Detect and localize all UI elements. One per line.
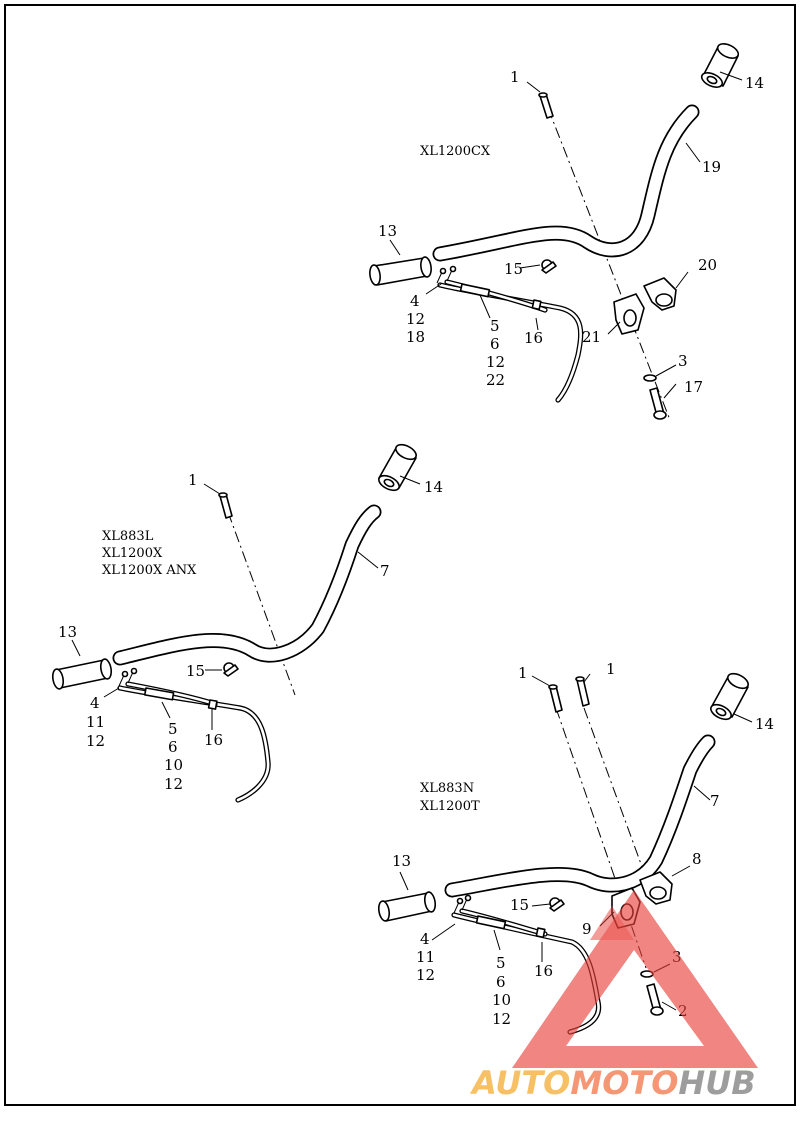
callout-1: 1 xyxy=(188,471,198,489)
watermark-auto: AUTO xyxy=(469,1064,570,1102)
callout-17: 17 xyxy=(684,378,703,396)
callout-14: 14 xyxy=(424,478,443,496)
callout-11: 11 xyxy=(416,948,435,966)
callout-12: 12 xyxy=(416,966,435,984)
mounting-axis-line xyxy=(227,511,296,696)
grip-right-14 xyxy=(700,43,740,88)
callout-9: 9 xyxy=(582,920,592,938)
clip-15 xyxy=(223,662,239,677)
watermark-hub: HUB xyxy=(678,1064,755,1102)
watermark-logo: AUTOMOTOHUB xyxy=(469,890,758,1102)
assembly-xl1200cx: XL1200CX 1 14 19 13 15 20 4 12 18 5 6 12… xyxy=(369,43,764,421)
bolt-2 xyxy=(646,983,664,1016)
callout-19: 19 xyxy=(702,158,721,176)
washer-3 xyxy=(643,374,657,382)
callout-12: 12 xyxy=(86,732,105,750)
watermark-moto: MOTO xyxy=(570,1064,678,1102)
handlebar-7 xyxy=(444,734,716,898)
callout-13: 13 xyxy=(392,852,411,870)
callout-16: 16 xyxy=(204,731,223,749)
grip-right-14 xyxy=(710,672,749,721)
callout-5: 5 xyxy=(168,720,178,738)
callout-12: 12 xyxy=(406,310,425,328)
callout-22: 22 xyxy=(486,371,505,389)
cables-middle xyxy=(117,667,271,803)
callout-6: 6 xyxy=(490,335,500,353)
callout-16: 16 xyxy=(534,962,553,980)
callout-12: 12 xyxy=(486,353,505,371)
callout-14: 14 xyxy=(755,715,774,733)
riser-clamp-8 xyxy=(639,871,673,905)
callout-4: 4 xyxy=(410,292,420,310)
handlebar-7 xyxy=(112,504,382,666)
watermark-triangle-accent xyxy=(590,906,634,940)
clip-15 xyxy=(549,897,565,912)
callout-20: 20 xyxy=(698,256,717,274)
watermark-triangle xyxy=(512,890,758,1068)
grip-left-13 xyxy=(377,891,437,922)
screw-1 xyxy=(218,492,233,519)
grip-left-13 xyxy=(369,256,432,286)
callout-10: 10 xyxy=(492,991,511,1009)
screw-1b xyxy=(575,676,590,707)
clip-15 xyxy=(541,259,557,274)
bolt-17 xyxy=(649,387,667,420)
model-label-xl1200x-anx: XL1200X ANX xyxy=(102,563,197,578)
callout-1: 1 xyxy=(606,660,616,678)
callout-13: 13 xyxy=(378,222,397,240)
callout-3: 3 xyxy=(678,352,688,370)
model-label-xl1200cx: XL1200CX xyxy=(420,144,491,159)
callout-12: 12 xyxy=(492,1010,511,1028)
cables-bottom xyxy=(451,894,602,1035)
callout-1: 1 xyxy=(518,664,528,682)
handlebar-19 xyxy=(432,104,700,262)
callout-15: 15 xyxy=(504,260,523,278)
assembly-xl883l-xl1200x: XL883L XL1200X XL1200X ANX 1 14 7 13 15 … xyxy=(51,443,443,803)
callout-11: 11 xyxy=(86,713,105,731)
model-label-xl883n: XL883N xyxy=(420,781,474,796)
callout-7: 7 xyxy=(380,562,390,580)
callout-18: 18 xyxy=(406,328,425,346)
callout-4: 4 xyxy=(420,930,430,948)
model-label-xl1200t: XL1200T xyxy=(420,799,480,814)
grip-right-14 xyxy=(378,443,417,492)
riser-21 xyxy=(613,293,645,335)
screw-1 xyxy=(538,92,554,119)
callout-7: 7 xyxy=(710,792,720,810)
callout-12: 12 xyxy=(164,775,183,793)
model-label-xl1200x: XL1200X xyxy=(102,546,163,561)
callout-15: 15 xyxy=(186,662,205,680)
screw-1a xyxy=(548,684,563,713)
callout-6: 6 xyxy=(168,738,178,756)
callout-10: 10 xyxy=(164,756,183,774)
svg-text:AUTOMOTOHUB: AUTOMOTOHUB xyxy=(469,1064,756,1102)
callout-8: 8 xyxy=(692,850,702,868)
callout-1: 1 xyxy=(510,68,520,86)
assembly-xl883n-xl1200t: XL883N XL1200T 1 1 14 7 13 8 15 9 4 11 1… xyxy=(377,660,774,1035)
callout-4: 4 xyxy=(90,694,100,712)
mounting-axis-line xyxy=(555,707,647,969)
callout-14: 14 xyxy=(745,74,764,92)
grip-left-13 xyxy=(51,658,113,690)
callout-5: 5 xyxy=(496,954,506,972)
callout-15: 15 xyxy=(510,896,529,914)
callout-21: 21 xyxy=(582,328,601,346)
callout-5: 5 xyxy=(490,317,500,335)
callout-16: 16 xyxy=(524,329,543,347)
model-label-xl883l: XL883L xyxy=(102,529,154,544)
callout-13: 13 xyxy=(58,623,77,641)
cables-top xyxy=(436,265,584,403)
diagram-frame xyxy=(4,4,796,1106)
mounting-axis-line xyxy=(547,107,671,421)
riser-clamp-20 xyxy=(643,277,677,311)
callout-6: 6 xyxy=(496,973,506,991)
